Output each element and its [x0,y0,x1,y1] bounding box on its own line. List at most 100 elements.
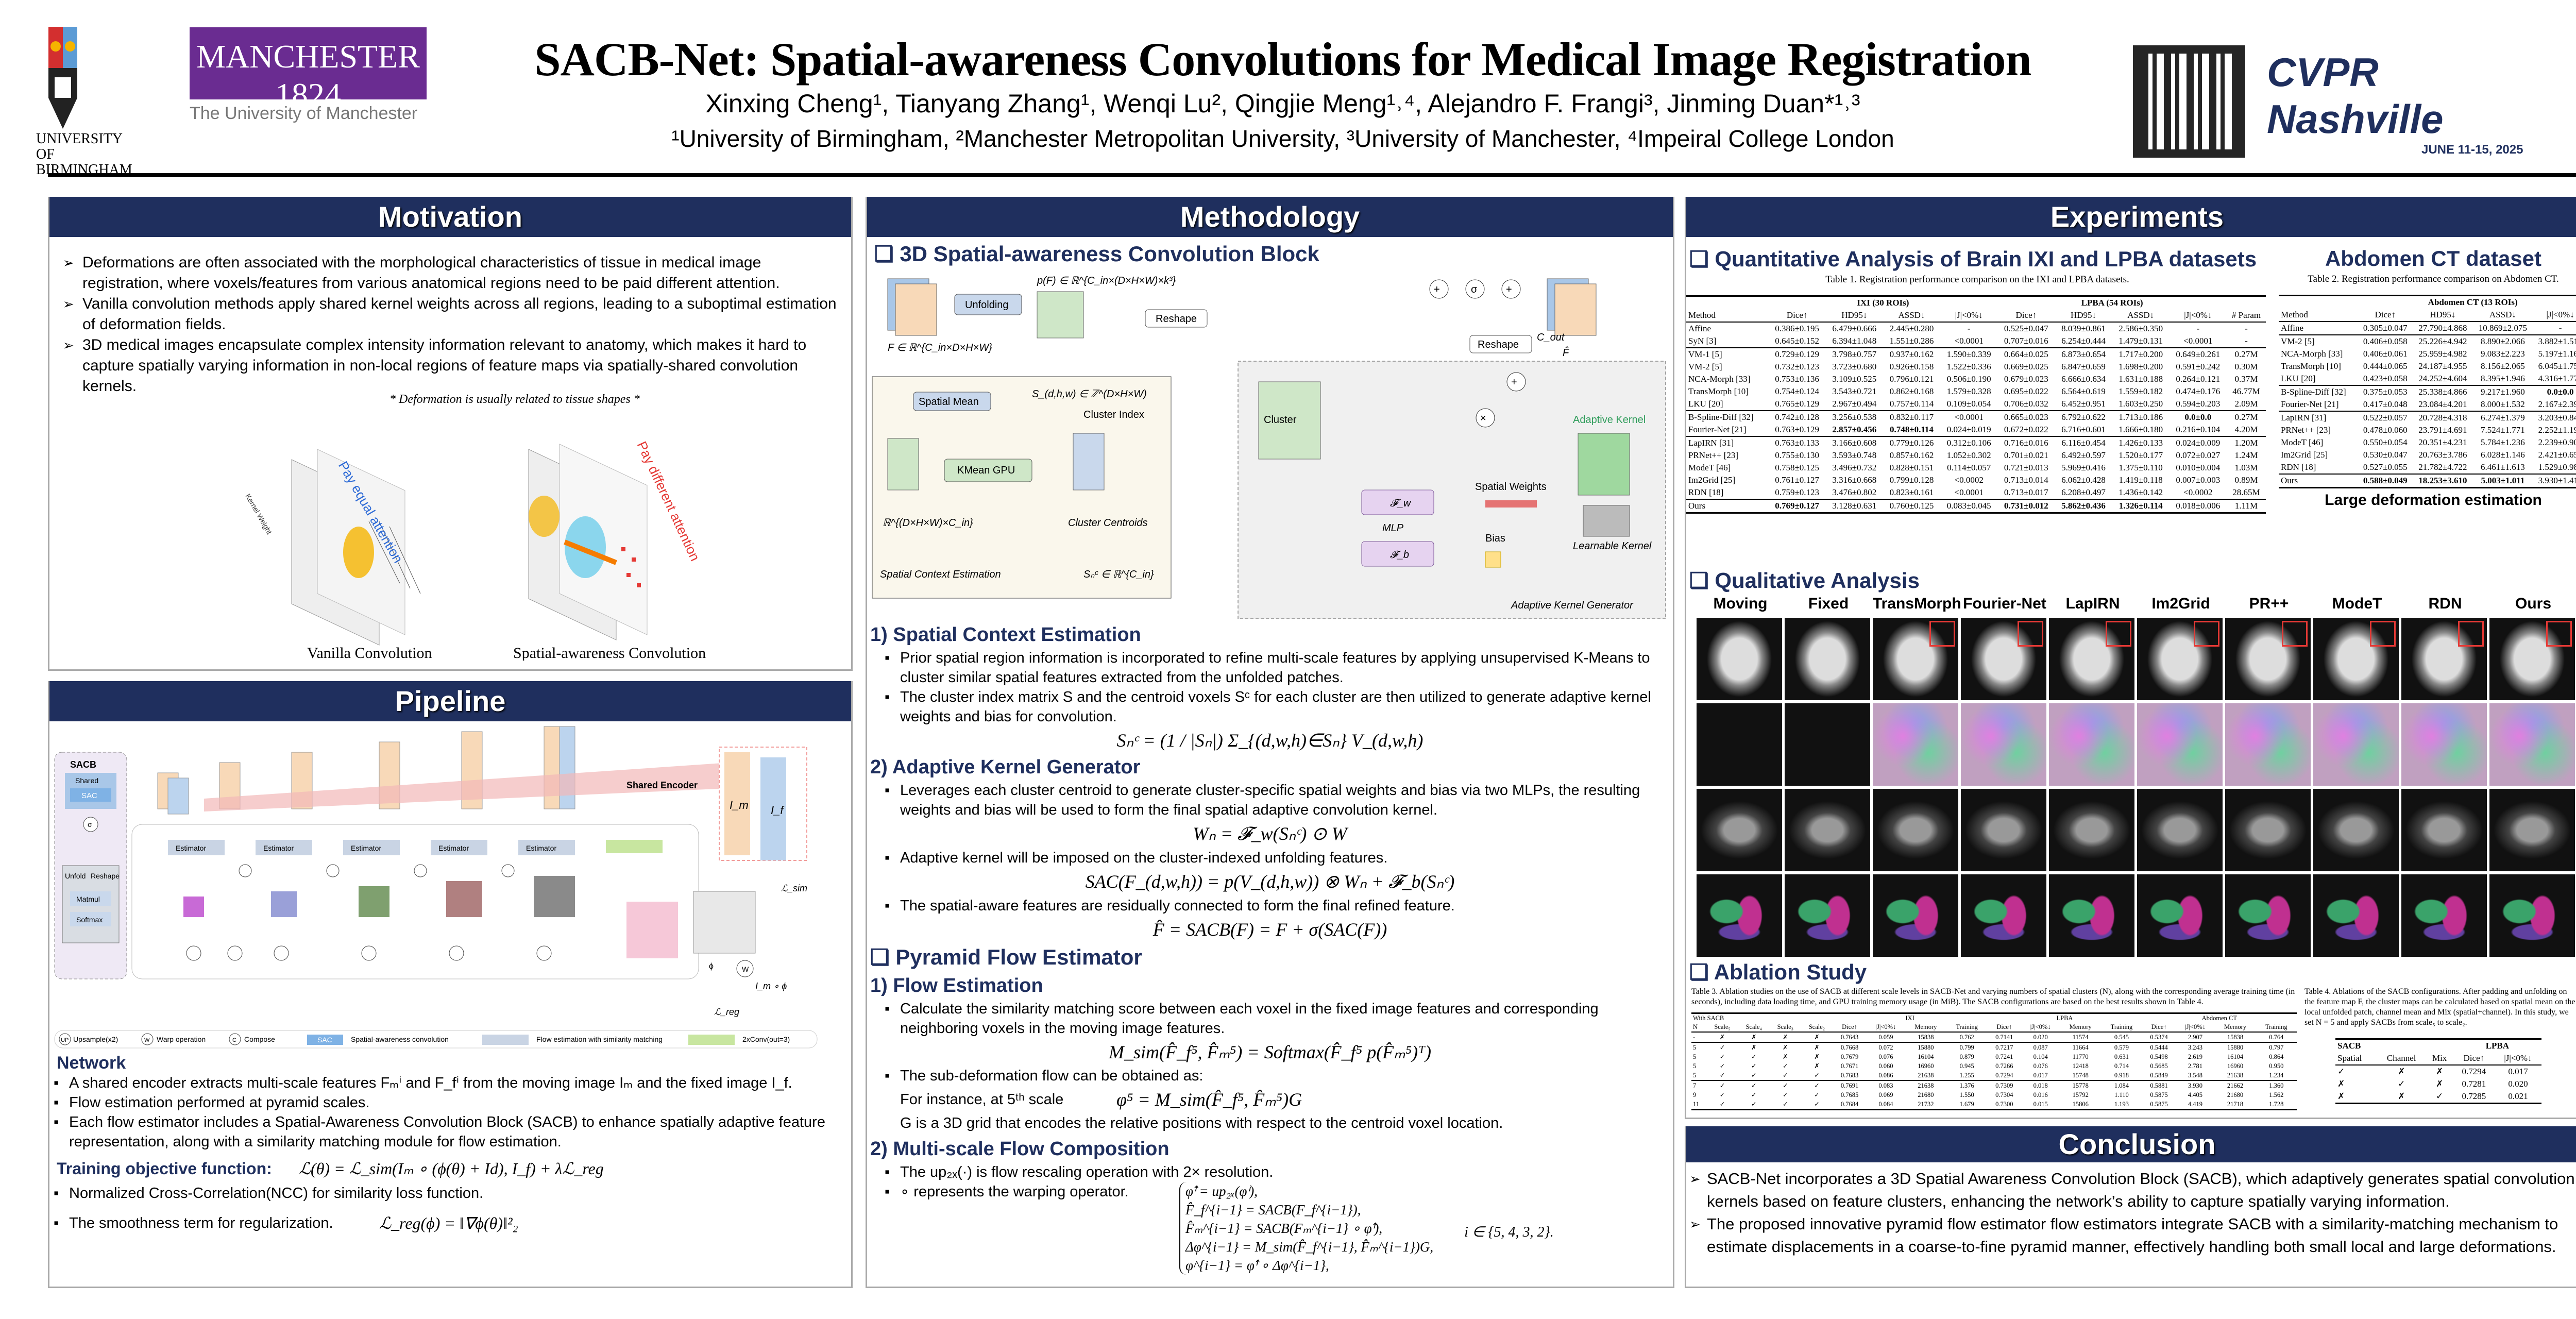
table-cell: ✗ [2398,1067,2405,1076]
zoom-box [2194,621,2219,647]
table-cell: 1.326±0.114 [2112,499,2170,514]
table-cell: 6.564±0.619 [2061,386,2106,396]
qualitative-column-label: Fourier-Net [1963,595,2046,612]
adaptive-kernel-heading: 2) Adaptive Kernel Generator [870,756,1141,778]
table-cell: 1.110 [2114,1091,2129,1098]
table-cell: 0.069 [1878,1091,1893,1098]
table-cell: 10.869±2.075 [2478,323,2528,333]
table-cell: 8.890±2.066 [2472,334,2533,348]
table-cell: 6.208±0.497 [2061,487,2106,497]
column-header: |J|<0%↓ [2169,309,2227,323]
table-cell: <0.0001 [1954,336,1984,346]
table-cell: 3.316±0.668 [1832,475,1877,485]
affiliations: ¹University of Birmingham, ²Manchester M… [671,125,1894,152]
table-cell: 0.594±0.203 [2176,399,2221,409]
group-header: Abdomen CT (13 ROIs) [2428,297,2518,307]
table-cell: 1.713±0.186 [2112,410,2170,424]
table-cell: 0.701±0.021 [2004,450,2048,460]
column-header: |J|<0%↓ [2494,1052,2541,1066]
table-cell: 0.732±0.123 [1775,362,1820,371]
table-cell: 16960 [2227,1062,2244,1070]
svg-text:Adaptive Kernel Generator: Adaptive Kernel Generator [1511,600,1634,611]
motivation-panel: Motivation Deformations are often associ… [48,197,853,671]
table-cell: 46.77M [2232,386,2260,396]
table-cell: 0.086 [1878,1071,1893,1079]
table-cell: 0.796±0.121 [1889,374,1934,384]
table-cell: 2.252±1.192 [2538,425,2576,435]
table-cell: 0.072 [1866,1042,1905,1052]
qualitative-column-label: TransMorph [1873,595,1961,612]
svg-text:C_out: C_out [1537,332,1565,343]
column-header: HD95↓ [1825,309,1883,323]
table-cell: 0.114±0.057 [1947,463,1991,472]
zoom-box [2546,621,2572,647]
table-cell: 1.603±0.250 [2119,399,2163,409]
table-cell: VM-2 [5] [1688,362,1722,371]
column-header: Method [2279,309,2358,322]
qualitative-image [2489,789,2575,871]
zoom-box [1929,621,1955,647]
table-cell: 2.421±0.653 [2538,450,2576,460]
table-cell: ✗ [1738,1042,1770,1052]
table-cell: 0.591±0.242 [2176,362,2221,371]
table-cell: ✗ [1783,1034,1788,1041]
table-cell: 0.679±0.023 [2004,374,2048,384]
qualitative-image [2489,618,2575,700]
table-cell: 0.7217 [1987,1042,2022,1052]
svg-text:Sₙᶜ ∈ ℝ^{C_in}: Sₙᶜ ∈ ℝ^{C_in} [1083,569,1154,580]
table-cell: 21.782±4.722 [2418,462,2467,472]
svg-text:Reshape: Reshape [91,872,120,880]
table-cell: 0.742±0.128 [1768,410,1826,424]
table-cell: 0.406±0.061 [2363,349,2408,359]
column-header: N [1691,1023,1707,1033]
svg-text:Matmul: Matmul [76,895,100,903]
shared-encoder-label: Shared Encoder [626,780,698,790]
table-cell: 0.707±0.016 [2004,336,2048,346]
table-cell: 0.406±0.058 [2358,334,2413,348]
table-cell: 0.7668 [1833,1042,1867,1052]
spatial-context-heading: 1) Spatial Context Estimation [870,624,1141,646]
table-cell: LKU [20] [1688,399,1723,409]
table-cell: 1.360 [2256,1080,2297,1090]
conclusion-bullet: The proposed innovative pyramid flow est… [1686,1213,2576,1258]
qualitative-image [1873,618,1958,700]
method-bullet: ∘ represents the warping operator. [883,1182,1171,1275]
table-cell: 2.967±0.494 [1832,399,1877,409]
table4-caption: Table 4. Ablations of the SACB configura… [2304,987,2575,1027]
qr-code[interactable] [2133,45,2245,158]
table-cell: 0.7281 [2462,1079,2486,1089]
table-cell: 15778 [2060,1080,2102,1090]
table-cell: 25.226±4.942 [2413,334,2473,348]
table-cell: 6.062±0.428 [2061,475,2106,485]
table-cell: 6.479±0.666 [1832,324,1877,333]
table-cell: 0.0±0.0 [2533,385,2576,398]
table-cell: 6.847±0.659 [2061,362,2106,371]
table-cell: ✓ [1706,1080,1738,1090]
table-cell: NCA-Morph [33] [2281,349,2343,359]
qualitative-image [2313,789,2399,871]
column-header: Memory [2060,1023,2102,1033]
svg-text:Estimator: Estimator [526,844,556,852]
svg-text:I_m ∘ ϕ: I_m ∘ ϕ [755,981,787,991]
sacb-block-figure: F ∈ ℝ^{C_in×D×H×W} Unfolding p(F) ∈ ℝ^{C… [872,275,1666,619]
table-cell: 0.864 [2269,1053,2284,1060]
table-cell: 6.274±1.379 [2472,411,2533,424]
motivation-bullet: Deformations are often associated with t… [60,252,841,294]
ablation-heading: ❑ Ablation Study [1689,960,1867,984]
column-header: Channel [2377,1052,2426,1066]
group-header: SACB [2337,1041,2361,1051]
table-cell: 0.754±0.124 [1775,386,1820,396]
scale-range: i ∈ {5, 4, 3, 2}. [1464,1224,1554,1240]
table-cell: 2.857±0.456 [1832,425,1877,434]
svg-text:Reshape: Reshape [1156,313,1197,325]
table-cell: 0.716±0.016 [1997,436,2055,449]
table-cell: 3.798±0.757 [1825,347,1883,361]
table-cell: 1.24M [2234,450,2258,460]
